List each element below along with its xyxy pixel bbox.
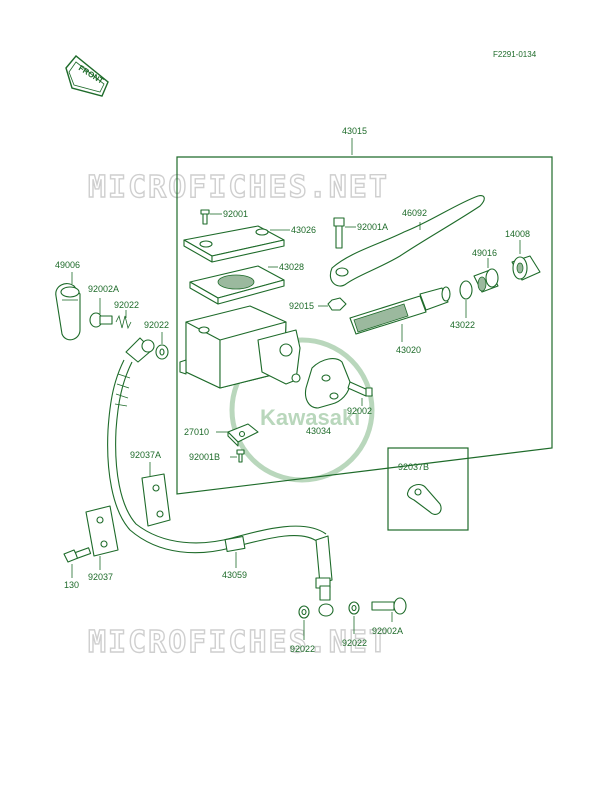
- clamp-92037: [85, 505, 119, 557]
- label-92022-b: 92022: [144, 320, 169, 330]
- screw-92001: [200, 209, 210, 225]
- label-27010: 27010: [184, 427, 209, 437]
- label-49016: 49016: [472, 248, 497, 258]
- label-92037: 92037: [88, 572, 113, 582]
- assembly-frame: [176, 156, 553, 495]
- label-92002A-top: 92002A: [88, 284, 119, 294]
- clamp-43034: [304, 358, 351, 409]
- label-92001: 92001: [223, 209, 248, 219]
- washer-43022: [459, 280, 473, 300]
- clamp-92037B: [406, 483, 442, 515]
- brake-hose-43059: [107, 337, 333, 589]
- label-92037B: 92037B: [398, 462, 429, 472]
- reference-code: F2291-0134: [493, 50, 537, 59]
- piston-assembly-43020: [349, 286, 451, 335]
- label-130: 130: [64, 580, 79, 590]
- label-92002: 92002: [347, 406, 372, 416]
- label-14008: 14008: [505, 229, 530, 239]
- watermark-bottom: MICROFICHES.NET: [88, 625, 389, 660]
- label-92002A-bottom: 92002A: [372, 626, 403, 636]
- label-43059: 43059: [222, 570, 247, 580]
- bolt-92001A: [333, 217, 345, 249]
- label-46092: 46092: [402, 208, 427, 218]
- label-43022: 43022: [450, 320, 475, 330]
- label-43034: 43034: [306, 426, 331, 436]
- kawasaki-logo: Kawasaki: [229, 337, 375, 483]
- boot-49016: [473, 268, 499, 293]
- inset-box-92037B: [387, 447, 469, 531]
- bolt-130: [63, 547, 92, 563]
- lower-banjo-fitting: [318, 585, 334, 617]
- spring-92022-a: [115, 314, 132, 330]
- label-92037A: 92037A: [130, 450, 161, 460]
- bolt-92002A-top: [89, 312, 113, 328]
- label-92022-a: 92022: [114, 300, 139, 310]
- brake-lever-46092: [329, 195, 485, 287]
- banjo-bolt-49006: [55, 283, 81, 341]
- bolt-92002A-bottom: [371, 597, 407, 615]
- label-92001B: 92001B: [189, 452, 220, 462]
- switch-27010: [227, 423, 259, 447]
- label-92022-d: 92022: [342, 638, 367, 648]
- nut-92015: [327, 297, 347, 311]
- label-43015: 43015: [342, 126, 367, 136]
- logo-text: Kawasaki: [260, 405, 360, 430]
- master-cylinder-body: [179, 305, 301, 389]
- label-43026: 43026: [291, 225, 316, 235]
- label-92022-c: 92022: [290, 644, 315, 654]
- label-43020: 43020: [396, 345, 421, 355]
- screw-92001B: [236, 449, 245, 463]
- bolt-92002: [347, 381, 373, 397]
- watermark-top: MICROFICHES.NET: [88, 170, 389, 205]
- label-92015: 92015: [289, 301, 314, 311]
- reservoir-cap-43026: [183, 225, 285, 263]
- diaphragm-43028: [189, 265, 285, 305]
- pivot-14008: [511, 255, 541, 281]
- label-43028: 43028: [279, 262, 304, 272]
- label-49006: 49006: [55, 260, 80, 270]
- label-92001A: 92001A: [357, 222, 388, 232]
- front-arrow-icon: FRONT: [65, 55, 109, 97]
- clamp-92037A: [141, 473, 171, 527]
